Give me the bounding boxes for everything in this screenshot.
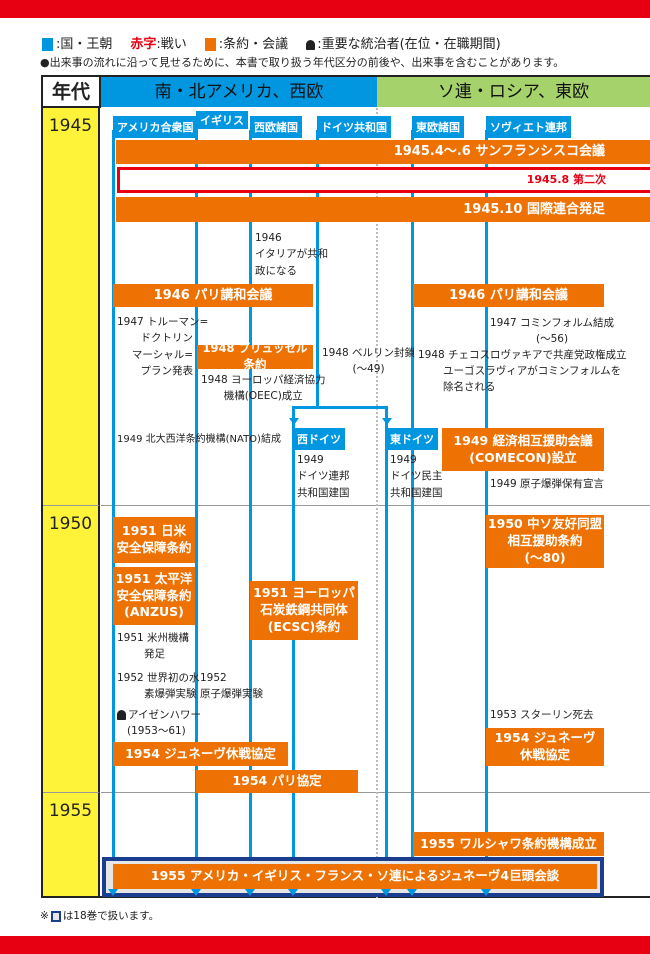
legend-battle: :戦い: [156, 37, 187, 52]
line-germany: [316, 130, 319, 407]
event-sino-soviet: 1950 中ソ友好同盟相互援助条約(〜80): [486, 515, 604, 568]
country-germany: ドイツ共和国: [317, 116, 391, 138]
row-divider: [101, 505, 650, 506]
country-usa: アメリカ合衆国: [113, 116, 198, 138]
arrow-down-icon: [191, 889, 201, 896]
arrow-down-icon: [288, 889, 298, 896]
note: ●出来事の流れに沿って見せるために、本書で取り扱う年代区分の前後や、出来事を含む…: [40, 56, 565, 69]
legend-ruler: :重要な統治者(在位・在職期間): [317, 37, 501, 52]
legend-battle-red: 赤字: [130, 37, 157, 52]
line-ussr: [485, 130, 488, 892]
event-berlin-blockade: 1948 ベルリン封鎖(〜49): [322, 347, 416, 376]
event-oeec: 1948 ヨーロッパ経済協力機構(OEEC)成立: [201, 374, 326, 403]
legend-treaty: :条約・会議: [218, 37, 289, 52]
bottom-red-band: [0, 936, 650, 954]
header-west: 南・北アメリカ、西欧: [101, 77, 377, 107]
event-anzus: 1951 太平洋安全保障条約(ANZUS): [113, 567, 195, 625]
arrow-down-icon: [407, 889, 417, 896]
arrow-down-icon: [481, 889, 491, 896]
legend-country: :国・王朝: [56, 37, 113, 52]
arrow-down-icon: [245, 889, 255, 896]
year-1945: 1945: [43, 108, 100, 505]
event-comecon: 1949 経済相互援助会議(COMECON)設立: [442, 428, 604, 471]
year-1950: 1950: [43, 505, 100, 792]
volume-box-icon: [50, 910, 61, 922]
line-west-europe: [249, 130, 252, 892]
event-geneva-west: 1954 ジュネーヴ休戦協定: [113, 742, 288, 766]
event-warsaw-pact: 1955 ワルシャワ条約機構成立: [413, 832, 604, 856]
event-hbomb: 1952 世界初の水素爆弾実験: [117, 672, 200, 701]
arrow-down-icon: [381, 889, 391, 896]
event-ww2: 1945.8 第二次: [117, 167, 650, 193]
event-san-francisco: 1945.4〜.6 サンフランシスコ会議: [116, 140, 650, 164]
line-uk: [195, 125, 198, 892]
top-red-band: [0, 0, 650, 18]
event-paris-peace-west: 1946 パリ講和会議: [113, 284, 313, 307]
year-1955: 1955: [43, 792, 100, 896]
line-west-germany: [292, 406, 295, 892]
event-us-japan-security: 1951 日米安全保障条約: [113, 517, 195, 563]
row-divider: [101, 792, 650, 793]
event-paris-accords: 1954 パリ協定: [196, 770, 358, 793]
line-east-germany: [385, 406, 388, 892]
event-nato: 1949 北大西洋条約機構(NATO)結成: [117, 434, 281, 445]
region-divider: [376, 108, 378, 898]
footnote: ※は18巻で扱います。: [40, 910, 160, 922]
event-ecsc: 1951 ヨーロッパ石炭鉄鋼共同体(ECSC)条約: [250, 581, 358, 640]
event-ussr-abomb: 1949 原子爆弾保有宣言: [490, 478, 605, 490]
event-yugoslavia: ユーゴスラヴィアがコミンフォルムを除名される: [443, 365, 622, 394]
country-ussr: ソヴィエト連邦: [486, 116, 571, 138]
ruler-icon: [306, 39, 316, 50]
event-brussels: 1948 ブリュッセル条約: [197, 341, 313, 371]
event-un-founded: 1945.10 国際連合発足: [116, 197, 650, 222]
country-west-germany: 西ドイツ: [293, 428, 345, 450]
header-east: ソ連・ロシア、東欧: [377, 77, 650, 107]
legend: :国・王朝 赤字:戦い :条約・会議 :重要な統治者(在位・在職期間): [42, 33, 501, 52]
header-year: 年代: [41, 75, 101, 108]
arrow-down-icon: [382, 418, 392, 425]
event-cominform: 1947 コミンフォルム結成(〜56): [490, 317, 615, 346]
event-geneva-east: 1954 ジュネーヴ休戦協定: [486, 728, 604, 766]
country-swatch-icon: [42, 38, 53, 51]
event-oas: 1951 米州機構発足: [117, 632, 190, 661]
treaty-swatch-icon: [204, 38, 216, 51]
country-uk: イギリス: [196, 111, 248, 129]
line-east-europe: [411, 130, 414, 892]
line-usa: [112, 130, 115, 892]
event-eisenhower: アイゼンハワー(1953〜61): [117, 707, 201, 740]
event-paris-peace-east: 1946 パリ講和会議: [413, 284, 604, 307]
event-truman: 1947 トルーマン=ドクトリンマーシャル=プラン発表: [117, 316, 209, 377]
timeline-table: [41, 75, 650, 898]
event-geneva-summit: 1955 アメリカ・イギリス・フランス・ソ連によるジュネーヴ4巨頭会談: [113, 864, 597, 889]
country-east-germany: 東ドイツ: [386, 428, 438, 450]
ruler-icon: [117, 710, 126, 720]
country-east-europe: 東欧諸国: [412, 116, 464, 138]
arrow-down-icon: [108, 889, 118, 896]
arrow-down-icon: [289, 418, 299, 425]
germany-split-line: [292, 406, 388, 409]
event-stalin-death: 1953 スターリン死去: [490, 709, 594, 721]
event-czech: 1948 チェコスロヴァキアで共産党政権成立: [418, 349, 627, 361]
country-west-europe: 西欧諸国: [250, 116, 302, 138]
